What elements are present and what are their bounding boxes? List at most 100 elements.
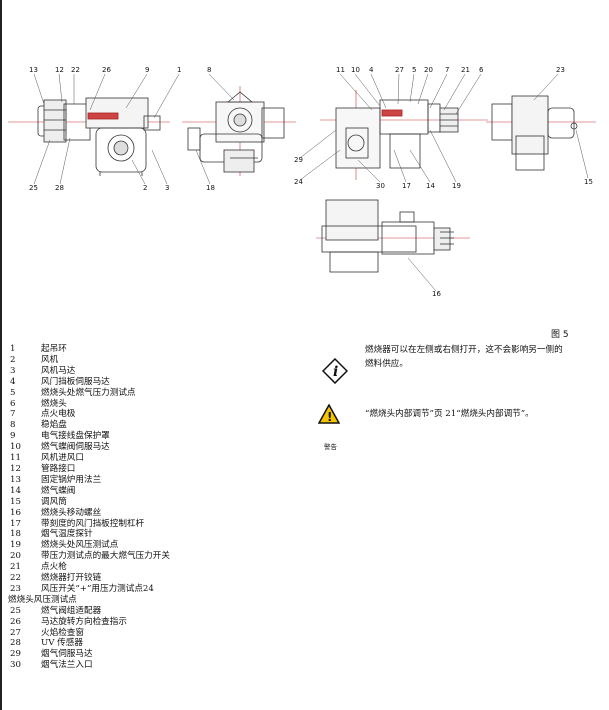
legend-text: 带压力测试点的最大燃气压力开关 [41, 551, 170, 562]
callout-1: 1 [177, 66, 181, 74]
legend-text: 风机进风口 [41, 453, 84, 464]
burner-figure: 13 12 22 26 9 1 25 28 2 3 8 18 11 10 4 2… [8, 66, 596, 298]
legend-number: 18 [10, 529, 21, 540]
callout-16: 16 [432, 290, 441, 298]
legend-item: 26 马达旋转方向检查指示 [8, 617, 358, 628]
legend-number: 21 [10, 562, 21, 573]
view-e-open [316, 199, 470, 273]
leader-lines [33, 73, 589, 292]
legend-text: 风机 [41, 354, 59, 365]
callout-12: 12 [55, 66, 64, 74]
legend-number: 6 [10, 398, 16, 409]
legend-number: 19 [10, 540, 21, 551]
legend-text: 风压开关“+”用压力测试点24 [41, 583, 154, 594]
callout-30: 30 [376, 182, 385, 190]
warning-label: 警告 [324, 443, 337, 451]
legend-item: 11 风机进风口 [8, 453, 358, 464]
legend-text: 调风筒 [41, 496, 67, 507]
page-left-border [0, 0, 2, 710]
legend-number: 11 [10, 453, 21, 464]
legend-number: 15 [10, 496, 21, 507]
callout-24: 24 [294, 178, 303, 186]
callout-2: 2 [143, 184, 147, 192]
legend-text: 燃烧头移动螺丝 [41, 507, 102, 518]
view-c-side [320, 90, 488, 180]
callout-5: 5 [412, 66, 416, 74]
legend-text: 燃烧头 [41, 398, 67, 409]
legend-text: 稳焰盘 [41, 420, 67, 431]
info-icon: i [322, 358, 348, 384]
legend-text: 带刻度的风门挡板控制杠杆 [41, 518, 145, 529]
warning-icon: ! [318, 404, 340, 424]
legend-item: 9 电气接线盘保护罩 [8, 431, 358, 442]
legend-number: 1 [10, 344, 16, 354]
legend-item: 18 烟气温度探针 [8, 529, 358, 540]
callout-8: 8 [207, 66, 211, 74]
callout-13: 13 [29, 66, 38, 74]
view-a-side [8, 97, 170, 176]
legend-text: 燃烧器打开铰链 [41, 573, 102, 584]
legend-number: 9 [10, 431, 16, 442]
legend-text: 马达旋转方向检查指示 [41, 616, 127, 627]
legend-number: 8 [10, 420, 16, 431]
legend-text: 固定锅炉用法兰 [41, 474, 102, 485]
legend-number: 13 [10, 474, 21, 485]
legend-item: 8 稳焰盘 [8, 420, 358, 431]
legend-text: 电气接线盘保护罩 [41, 431, 110, 442]
legend-number: 23 [10, 583, 21, 594]
legend-number: 26 [10, 616, 21, 627]
callout-25: 25 [29, 184, 38, 192]
callout-7: 7 [445, 66, 449, 74]
callout-3: 3 [165, 184, 169, 192]
legend-number: 4 [10, 376, 16, 387]
figure-caption: 图 5 [551, 330, 569, 340]
legend-number: 25 [10, 605, 21, 616]
legend-item: 27 火焰检查窗 [8, 628, 358, 639]
legend-text: 烟气法兰入口 [41, 660, 93, 671]
legend-item: 2 风机 [8, 355, 358, 366]
legend-number: 28 [10, 638, 21, 649]
callout-4: 4 [369, 66, 374, 74]
callout-14: 14 [426, 182, 435, 190]
legend-item: 13 固定锅炉用法兰 [8, 475, 358, 486]
legend-item: 21 点火枪 [8, 562, 358, 573]
legend-number: 20 [10, 551, 21, 562]
legend-number: 3 [10, 365, 16, 376]
legend-text: 烟气温度探针 [41, 529, 93, 540]
callout-10: 10 [351, 66, 360, 74]
callout-22: 22 [71, 66, 80, 74]
legend-text: 燃烧头处风压测试点 [41, 540, 119, 551]
legend-text: 管路接口 [41, 463, 76, 474]
legend-number: 30 [10, 660, 21, 671]
legend-item: 23 风压开关“+”用压力测试点24 [8, 584, 358, 595]
legend-number: 5 [10, 387, 16, 398]
legend-number: 2 [10, 354, 16, 365]
legend-number: 14 [10, 485, 21, 496]
legend-text: 烟气伺服马达 [41, 649, 93, 660]
legend-item: 30 烟气法兰入口 [8, 660, 358, 671]
legend-item: 燃烧头风压测试点 [8, 595, 358, 606]
svg-text:i: i [333, 364, 338, 380]
legend-text: 火焰检查窗 [41, 627, 84, 638]
legend-text: 点火电极 [41, 409, 76, 420]
warning-note: “燃烧头内部调节”页 21“燃烧头内部调节”。 [365, 409, 534, 419]
legend-number: 27 [10, 627, 21, 638]
callout-20: 20 [424, 66, 433, 74]
legend-item: 15 调风筒 [8, 497, 358, 508]
callout-23: 23 [556, 66, 565, 74]
callout-18: 18 [206, 184, 215, 192]
info-note: 燃烧器可以在左侧或右侧打开，这不会影响另一侧的燃料供应。 [365, 345, 563, 369]
legend-number: 29 [10, 649, 21, 660]
legend-text: 点火枪 [41, 562, 67, 573]
svg-text:!: ! [327, 410, 332, 424]
callout-9: 9 [145, 66, 149, 74]
